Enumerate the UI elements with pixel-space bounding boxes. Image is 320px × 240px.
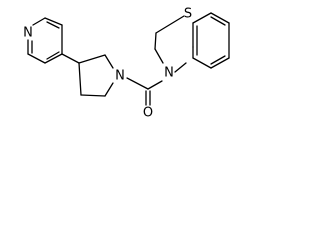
- bond: [192, 57, 212, 69]
- atom-label-pyridine-n: N: [23, 26, 33, 41]
- bond: [27, 53, 46, 64]
- atom-symbol: N: [164, 66, 174, 81]
- pyrrolidine-ring: [78, 54, 114, 97]
- bond: [126, 77, 149, 90]
- atom-label-thiazine-n: N: [164, 66, 174, 81]
- double-bond-inner: [210, 55, 226, 65]
- bond: [44, 17, 63, 26]
- bond: [155, 15, 185, 34]
- bond: [147, 80, 163, 90]
- bond: [80, 94, 106, 97]
- atom-symbol: S: [184, 7, 192, 22]
- atom-label-carbonyl-o: O: [143, 106, 153, 121]
- bond: [78, 54, 106, 64]
- atom-symbol: N: [23, 26, 33, 41]
- bond: [174, 62, 187, 73]
- thiazine-ring: [154, 15, 187, 73]
- bond: [32, 17, 46, 26]
- bond: [104, 54, 114, 69]
- amide-linkage: [126, 77, 163, 106]
- atom-symbol: N: [115, 69, 125, 84]
- bond: [104, 82, 114, 97]
- bond: [154, 32, 157, 50]
- chemical-structure-diagram: N N O N S: [23, 7, 230, 121]
- atom-symbol: O: [143, 106, 153, 121]
- double-bond-inner: [210, 16, 226, 26]
- double-bond-inner: [46, 51, 60, 60]
- bond: [154, 48, 164, 64]
- bond: [61, 53, 80, 64]
- atom-label-pyrrolidine-n: N: [115, 69, 125, 84]
- bond: [210, 57, 230, 69]
- double-bond-inner: [46, 21, 60, 29]
- bond: [78, 62, 82, 96]
- bond: [44, 53, 63, 64]
- bond: [192, 12, 212, 24]
- benzene-ring: [192, 12, 230, 69]
- atom-label-thiazine-s: S: [184, 7, 192, 22]
- pyridine-ring: [27, 17, 63, 64]
- bond: [210, 12, 230, 24]
